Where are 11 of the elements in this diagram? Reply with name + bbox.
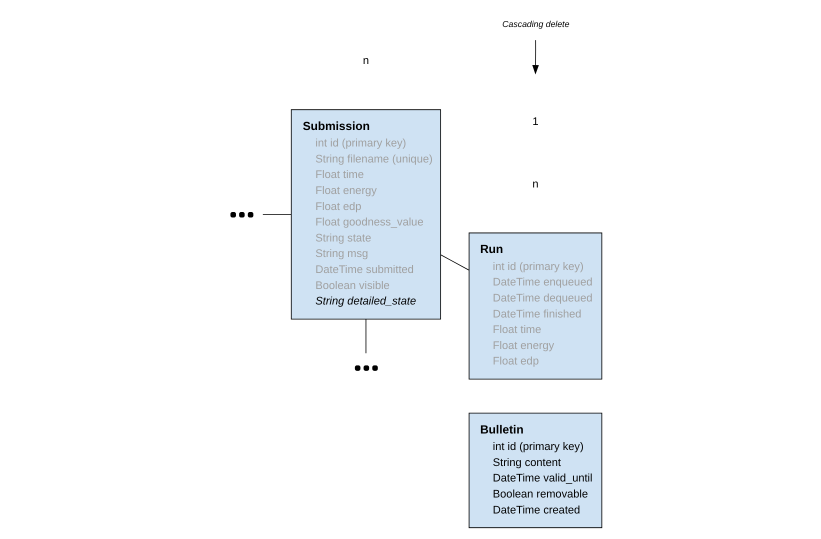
node-box: Bulletin int id (primary key) String content DateTime valid_until Boolean removable DateTime created bbox=[468, 412, 602, 528]
connector bbox=[365, 318, 366, 354]
node-text: Cascading delete bbox=[502, 18, 569, 29]
node-box: Run int id (primary key) DateTime enqueued DateTime dequeued DateTime finished Float time Float energy Float edp bbox=[468, 232, 602, 380]
label: n bbox=[532, 178, 538, 190]
arrow bbox=[532, 40, 538, 75]
label: 1 bbox=[532, 116, 538, 128]
connector bbox=[262, 214, 292, 215]
connector bbox=[440, 254, 469, 271]
node-box: Submission int id (primary key) String filename (unique) Float time Float energy Float edp Float goodness_value String state String msg DateTime submitted Boolean visible String detailed_state bbox=[290, 109, 441, 320]
label: n bbox=[362, 55, 369, 67]
